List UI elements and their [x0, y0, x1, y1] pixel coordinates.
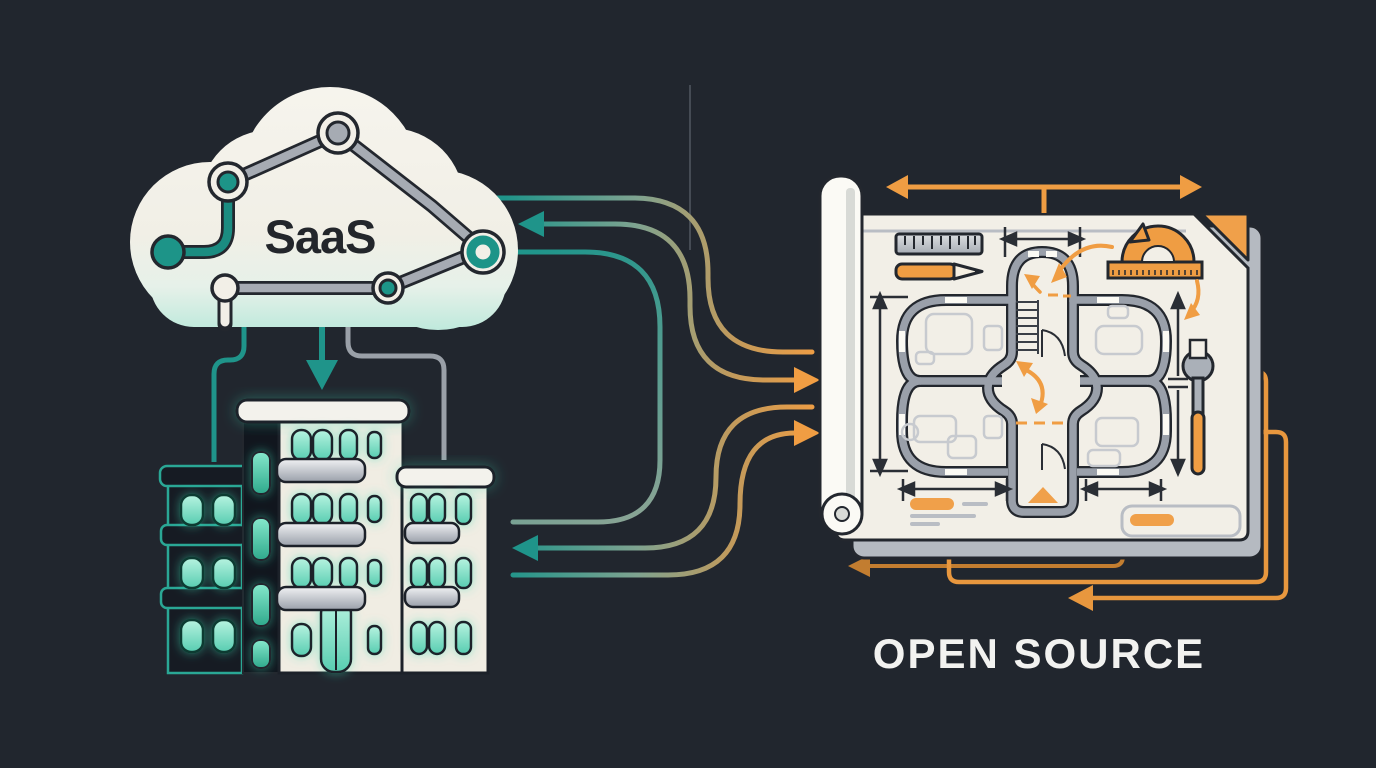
flow-line-blueprint-to-building [533, 404, 815, 551]
balcony-bar [403, 585, 461, 609]
circuit-icon [165, 126, 490, 295]
return-line-2 [946, 369, 1269, 585]
balcony-bar [275, 585, 367, 612]
node-icon [210, 273, 240, 303]
width-dimension-arrow [886, 175, 1202, 213]
left-arrowhead-icon [1068, 585, 1093, 611]
open-source-label: OPEN SOURCE [873, 630, 1205, 677]
window-marks [899, 251, 1169, 475]
roof-bar [395, 465, 496, 489]
paper-roll-edge [818, 174, 864, 536]
flow-line-building-to-blueprint [510, 430, 798, 578]
teal-elbow-line [211, 322, 247, 462]
balcony-bar [275, 457, 367, 484]
flow-line-cloud-to-blueprint-1 [492, 195, 815, 355]
balcony-bar [275, 521, 367, 548]
flow-line-cloud-to-building [509, 249, 663, 525]
door-swings [1041, 329, 1066, 470]
stairs-icon [1016, 300, 1039, 354]
building-center [235, 398, 411, 675]
roof-bar [235, 398, 411, 424]
gray-elbow-line [345, 322, 447, 460]
right-arrowhead-icon [794, 420, 820, 446]
saas-label: SaaS [265, 210, 376, 263]
roof-bar [158, 464, 254, 488]
furniture-outlines [900, 304, 1144, 468]
node-core [325, 120, 351, 146]
glowing-windows [409, 492, 473, 656]
balcony-bar [159, 523, 249, 547]
annotation-blocks [910, 498, 1242, 538]
bidirectional-flow-arrows-icon [492, 195, 820, 578]
building-left [158, 464, 254, 675]
protractor-icon [1106, 222, 1204, 280]
right-arrowhead-icon [794, 367, 820, 393]
node-ring [466, 235, 500, 269]
node-core [378, 278, 398, 298]
left-arrowhead-icon [518, 211, 544, 237]
building-right [395, 465, 496, 675]
balcony-bar [403, 521, 461, 545]
floor-plan-blueprint-icon [818, 174, 1264, 560]
wrench-icon [1181, 338, 1215, 476]
flow-line-blueprint-to-cloud [539, 221, 798, 383]
orange-annotation-arrows [1016, 243, 1201, 503]
left-arrowhead-icon [512, 535, 538, 561]
balcony-bar [159, 586, 249, 610]
ruler-icon [894, 232, 984, 256]
down-arrowhead-icon [306, 360, 338, 390]
cloud-to-building-links [211, 322, 447, 462]
side-slot-windows [251, 451, 271, 669]
pencil-icon [894, 262, 984, 281]
dog-ear-fold-icon [1200, 212, 1250, 262]
node-core [216, 170, 240, 194]
node-icon [150, 234, 186, 270]
apartment-buildings-icon [143, 398, 515, 676]
circuit-nodes [150, 111, 506, 305]
return-line-3 [1090, 429, 1289, 601]
floor-plan-walls [896, 246, 1172, 518]
entry-marker-icon [1028, 487, 1058, 503]
glowing-windows [179, 493, 237, 654]
saas-circuit-cloud-icon: SaaS [130, 87, 518, 332]
dimension-lines [870, 227, 1188, 501]
left-arrowhead-icon [848, 555, 870, 577]
